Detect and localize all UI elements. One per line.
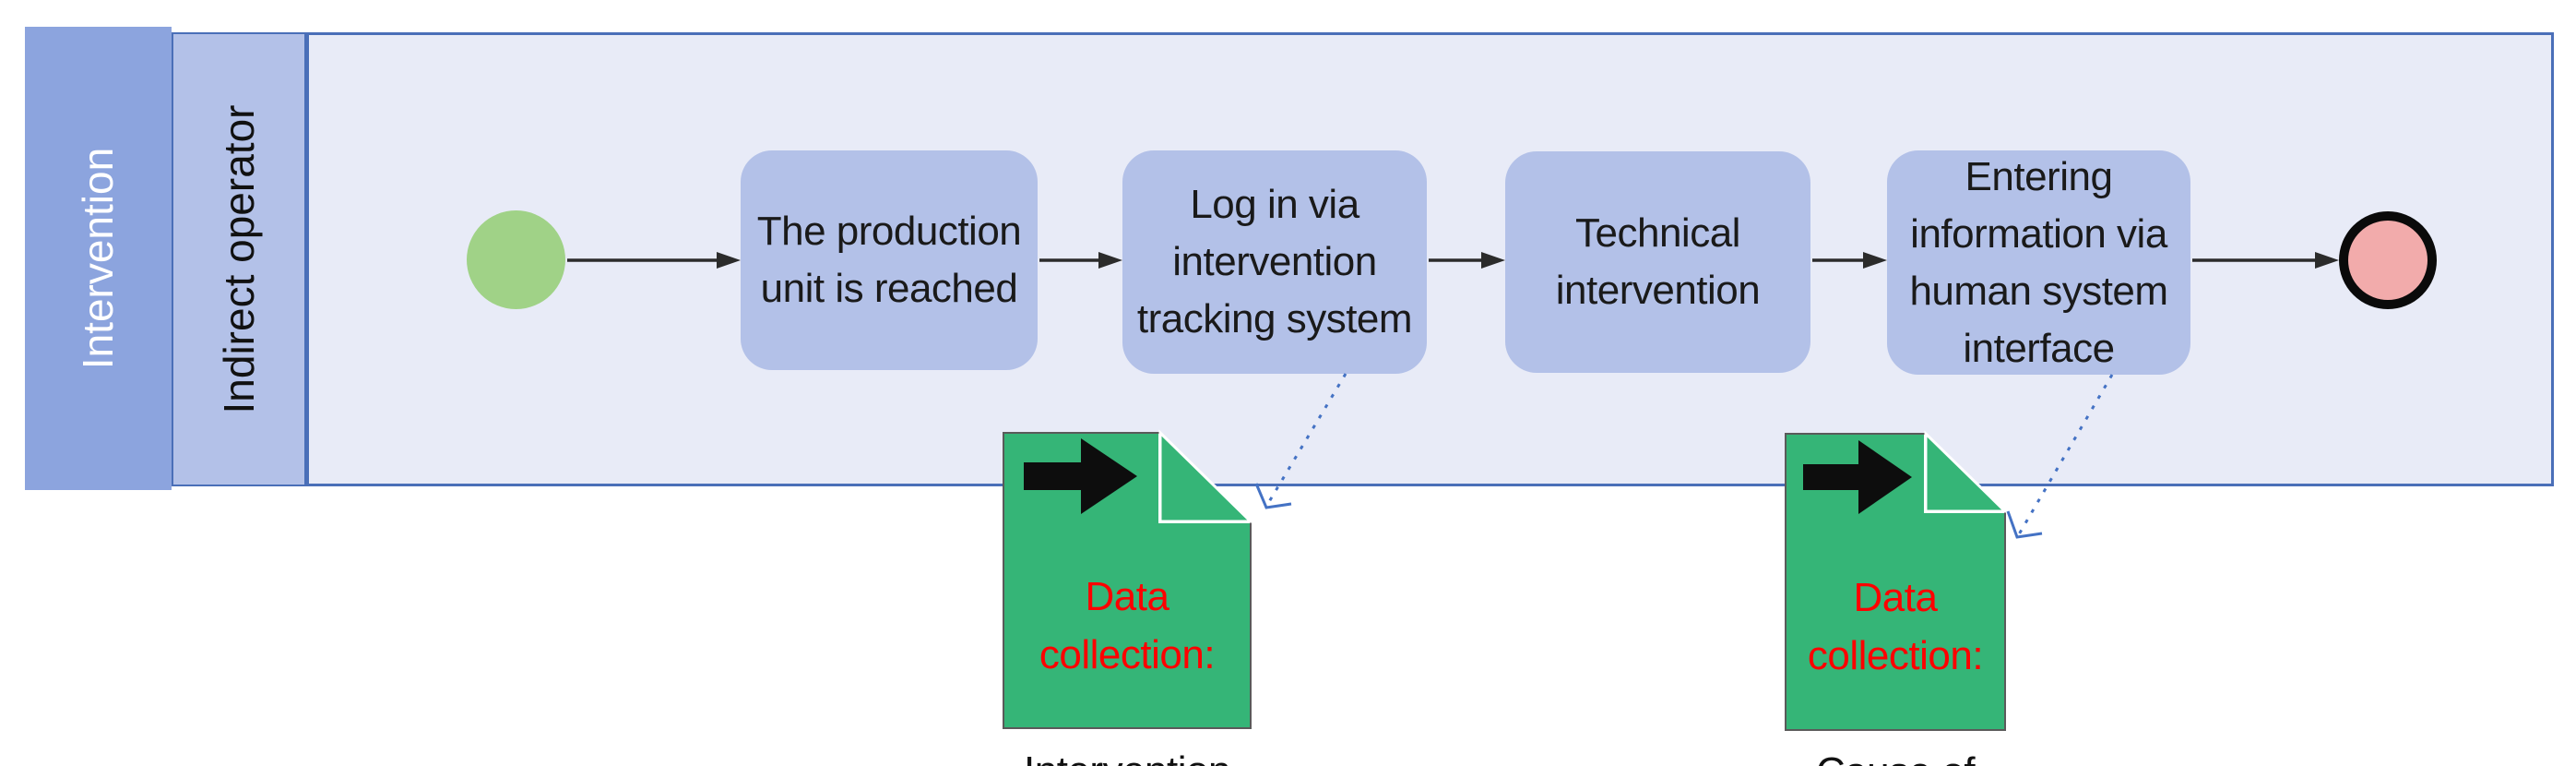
note-shape [1785,430,2009,731]
pool-label: Intervention [74,147,122,370]
folded-corner [1158,429,1254,523]
annotation-body: Cause of stop [1785,743,2006,766]
open-arrowhead [1254,483,1292,509]
lane-content-area [306,32,2554,486]
task-technical-intervention: Technical intervention [1505,151,1810,373]
lane-band-indirect-operator [172,32,306,486]
folded-corner [1924,430,2009,513]
end-event [2339,211,2437,309]
task-log-in-tracking-system: Log in via intervention tracking system [1122,150,1427,374]
pool-band-intervention [25,27,172,490]
annotation-body: Intervention start [1003,742,1252,766]
annotation-text: Data collection: Cause of stop [1785,510,2006,766]
annotation-text: Data collection: Intervention start [1003,509,1252,766]
open-arrowhead [2006,510,2043,539]
lane-label: Indirect operator [215,104,263,414]
note-shape [1003,429,1254,729]
task-entering-information: Entering information via human system in… [1887,150,2190,375]
task-production-unit-reached: The production unit is reached [741,150,1038,370]
thick-arrow-right-icon [1803,440,1912,514]
thick-arrow-right-icon [1024,438,1137,514]
start-event [467,210,565,309]
annotation-heading: Data collection: [1807,575,1984,678]
annotation-cause-of-stop: Data collection: Cause of stop [1785,430,2009,766]
annotation-heading: Data collection: [1039,574,1216,677]
annotation-intervention-start: Data collection: Intervention start [1003,429,1254,766]
